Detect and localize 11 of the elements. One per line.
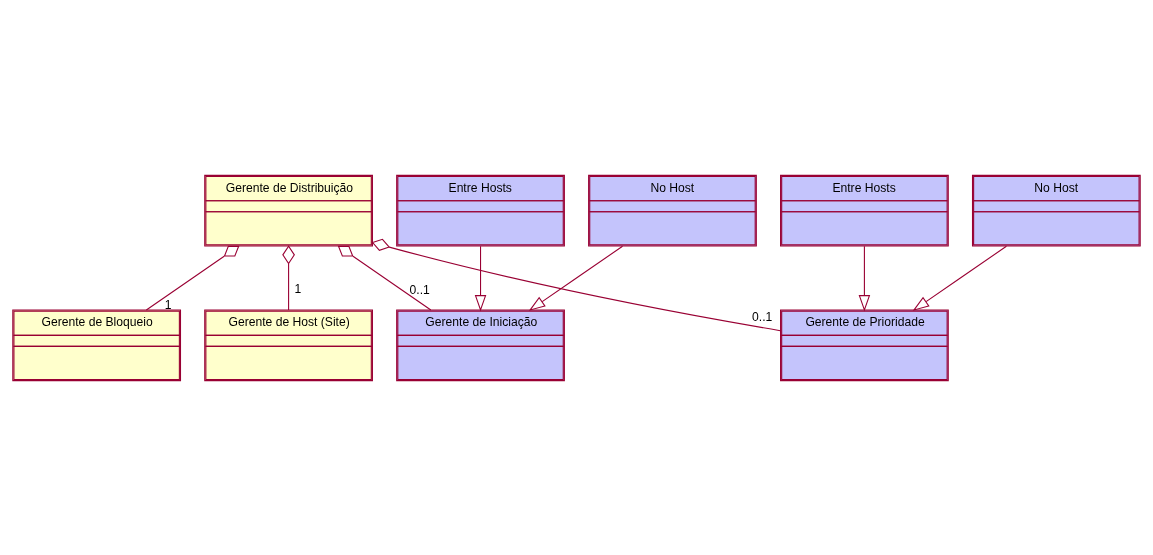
arrow [474,245,487,312]
arrow [528,245,624,311]
connector [282,244,295,310]
edge-label: 1 [294,281,302,296]
arrow [912,245,1007,311]
edge-label: 0..1 [409,282,430,297]
connector [337,245,432,310]
connector [371,238,781,331]
connector [145,245,240,310]
edge-label: 0..1 [752,309,773,324]
arrow [858,245,871,312]
